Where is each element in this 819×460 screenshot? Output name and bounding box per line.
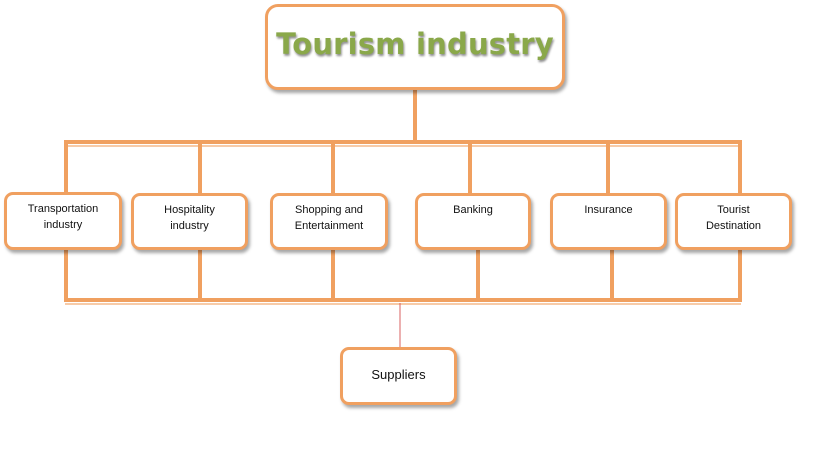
child-node-shopping: Shopping and Entertainment [270, 193, 388, 250]
child-node-banking: Banking [415, 193, 531, 250]
root-node: Tourism industry [265, 4, 565, 90]
child-node-transportation: Transportation industry [4, 192, 122, 250]
child-node-tourist-destination: Tourist Destination [675, 193, 792, 250]
child-node-hospitality: Hospitality industry [131, 193, 248, 250]
root-label: Tourism industry [276, 27, 554, 61]
suppliers-node: Suppliers [340, 347, 457, 405]
child-node-insurance: Insurance [550, 193, 667, 250]
